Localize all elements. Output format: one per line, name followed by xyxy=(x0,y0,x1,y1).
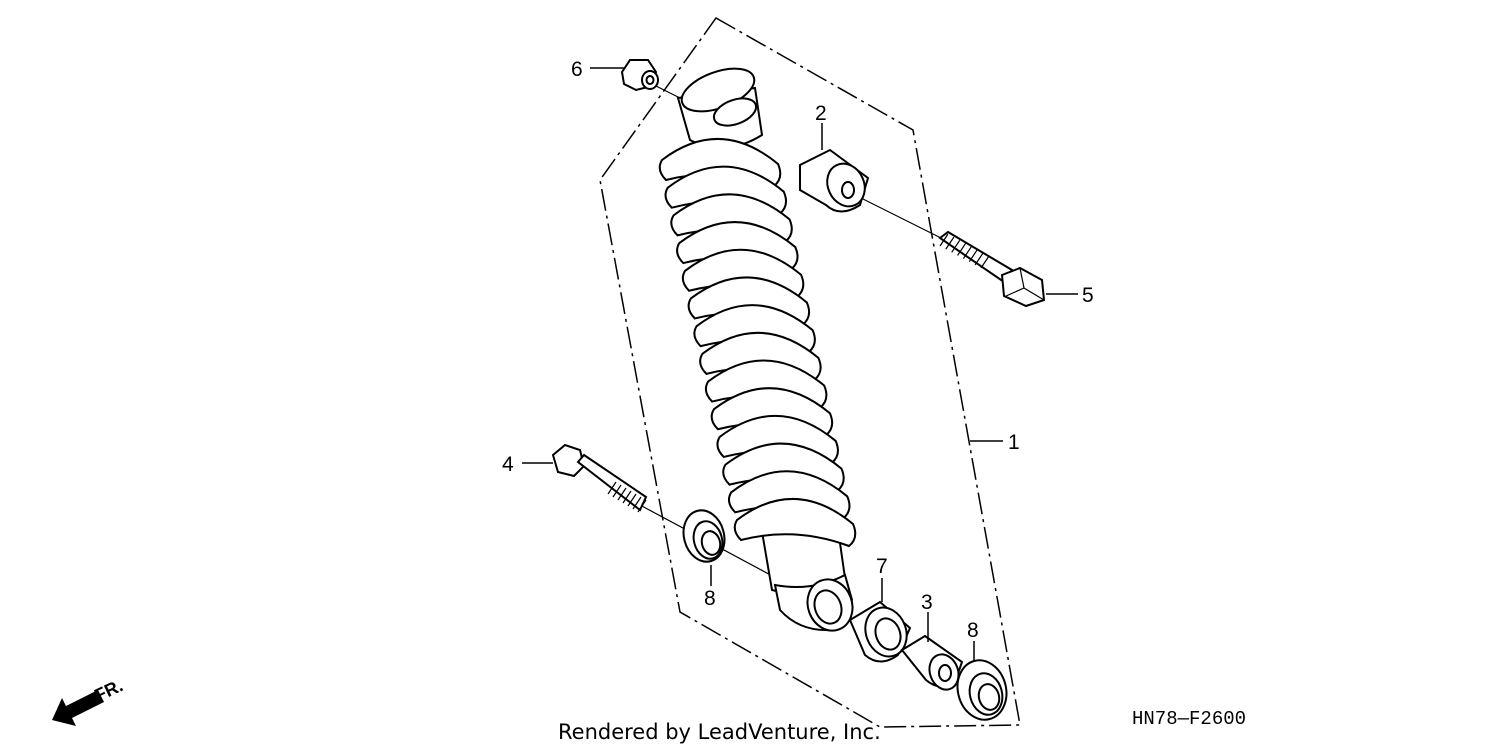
render-credit: Rendered by LeadVenture, Inc. xyxy=(558,720,881,744)
shock-absorber[interactable] xyxy=(658,60,860,637)
callout-1: 1 xyxy=(1008,431,1020,454)
callout-8-right: 8 xyxy=(967,619,979,642)
callout-8-left: 8 xyxy=(704,587,716,610)
bolt-thread xyxy=(962,246,972,259)
bolt-thread xyxy=(617,487,627,501)
upper-eye-bore xyxy=(712,97,758,127)
bolt-thread xyxy=(632,496,642,510)
bolt-thread xyxy=(968,249,978,263)
bolt-thread xyxy=(945,236,955,250)
bolt-thread xyxy=(974,252,984,266)
flange-nut[interactable] xyxy=(620,59,659,92)
bolt-thread xyxy=(607,481,617,495)
bolt-thread xyxy=(939,233,949,247)
front-arrow-icon xyxy=(52,690,104,726)
callout-2: 2 xyxy=(815,102,827,125)
callout-5: 5 xyxy=(1082,284,1094,307)
bolt-thread xyxy=(627,493,637,507)
dust-seal-right[interactable] xyxy=(951,655,1013,725)
dust-seal-left[interactable] xyxy=(678,506,730,567)
coil-spring xyxy=(658,138,857,548)
bolt-thread xyxy=(637,499,647,513)
diagram-code: HN78—F2600 xyxy=(1132,708,1246,730)
lower-bolt[interactable] xyxy=(551,443,648,513)
upper-collar[interactable] xyxy=(799,148,872,213)
bolt-thread xyxy=(980,255,990,269)
bolt-thread xyxy=(622,490,632,504)
lower-collar[interactable] xyxy=(900,634,964,694)
needle-bearing[interactable] xyxy=(848,600,913,663)
assembly-boundary xyxy=(599,17,1021,728)
bolt-thread xyxy=(957,243,967,256)
spring-coil xyxy=(733,498,857,548)
callout-6: 6 xyxy=(571,58,583,81)
callout-4: 4 xyxy=(502,453,514,476)
bolt-thread xyxy=(951,239,961,253)
callout-3: 3 xyxy=(921,591,933,614)
bolt-thread xyxy=(612,484,622,498)
upper-bolt[interactable] xyxy=(938,230,1046,308)
callout-7: 7 xyxy=(876,555,888,578)
lower-eye-bore xyxy=(813,589,843,625)
